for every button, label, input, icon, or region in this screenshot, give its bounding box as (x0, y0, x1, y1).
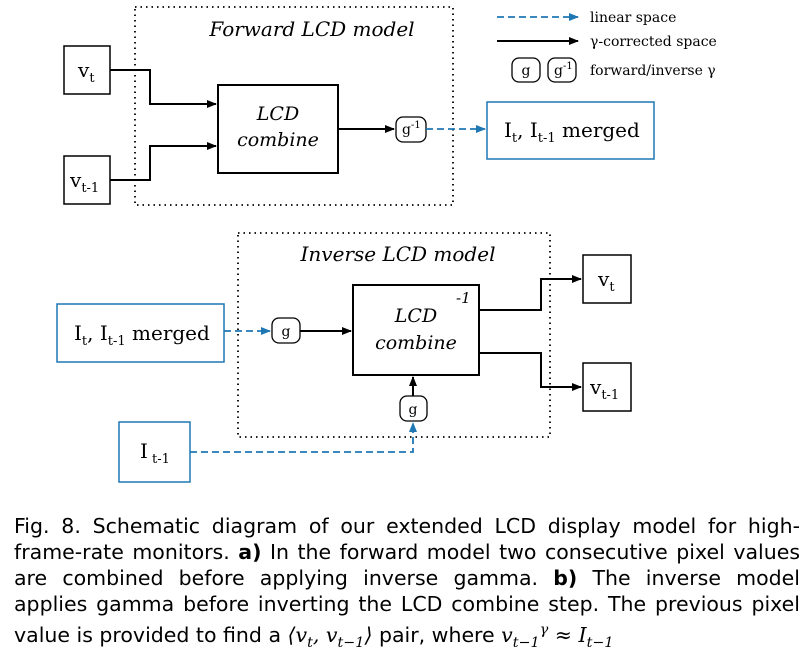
inverse-to-vt-connector (479, 275, 582, 311)
inverse-output-vt-box (582, 254, 632, 304)
svg-text:vt: vt (597, 267, 615, 295)
inverse-model-title: Inverse LCD model (300, 242, 496, 266)
svg-text:It, It-1 merged: It, It-1 merged (504, 118, 640, 146)
caption-pair-formula: ⟨vt, vt−1⟩ (287, 622, 373, 651)
forward-input-vt1-base: v (69, 168, 82, 192)
legend-forward-inverse-label: forward/inverse γ (590, 63, 716, 79)
forward-ginv-sup: -1 (411, 120, 421, 131)
legend-gamma-label: γ-corrected space (590, 34, 717, 50)
forward-input-vt-box (63, 45, 111, 95)
lcd-model-diagram: linear space γ-corrected space g g-1 for… (56, 6, 717, 483)
forward-output-word: merged (556, 118, 640, 142)
svg-text:vt: vt (77, 58, 95, 86)
inverse-prev-to-g-connector (190, 422, 417, 453)
inverse-model-frame (237, 232, 551, 438)
svg-text:I t-1: I t-1 (140, 439, 170, 467)
inverse-input-i1-sub: t-1 (108, 334, 126, 349)
inverse-input-word: merged (126, 321, 210, 345)
inverse-prev-base: I (140, 439, 148, 463)
caption-approx-formula: vt−1γ ≈ It−1 (501, 622, 614, 651)
inverse-input-i-sub: t (82, 334, 88, 349)
svg-text:It, It-1 merged: It, It-1 merged (74, 321, 210, 349)
forward-output-i: I (504, 118, 512, 142)
forward-output-sep: , I (517, 118, 538, 142)
caption-label-b: b) (553, 566, 578, 590)
svg-text:vt-1: vt-1 (69, 168, 99, 196)
inverse-combine-label: combine (375, 332, 457, 354)
forward-input-vt-base: v (77, 58, 90, 82)
legend: linear space γ-corrected space g g-1 for… (497, 10, 717, 83)
caption-part-3: The inverse model applies gamma before i… (14, 566, 800, 647)
inverse-lcd-combine-box (352, 284, 480, 376)
forward-output-i-sub: t (512, 131, 518, 146)
inverse-lcd-label: LCD (394, 305, 437, 327)
forward-output-i1-sub: t-1 (538, 131, 556, 146)
forward-vt1-connector (110, 142, 217, 181)
svg-text:g-1: g-1 (402, 120, 421, 138)
forward-input-vt-sub: t (89, 71, 95, 86)
caption-label-a: a) (238, 540, 262, 564)
forward-lcd-label: LCD (256, 103, 299, 125)
legend-g-text: g (522, 63, 531, 79)
inverse-input-sep: , I (87, 321, 108, 345)
forward-model: Forward LCD model vt vt-1 LCD combine g-… (63, 6, 655, 206)
inverse-model: Inverse LCD model It, It-1 merged g LCD … (56, 232, 632, 483)
caption-part-2: In the forward model two consecutive pix… (14, 540, 800, 590)
inverse-combine-sup: -1 (456, 289, 471, 307)
svg-text:g-1: g-1 (554, 61, 573, 79)
forward-input-vt1-sub: t-1 (81, 181, 99, 196)
inverse-prev-sub: t-1 (148, 452, 170, 467)
legend-linear-label: linear space (590, 10, 676, 26)
inverse-output-vt1-base: v (589, 375, 602, 399)
forward-lcd-combine-box (217, 84, 339, 174)
inverse-output-vt-base: v (597, 267, 610, 291)
forward-model-title: Forward LCD model (208, 17, 414, 41)
forward-vt-connector (110, 69, 217, 108)
caption-part-1: Fig. 8. Schematic diagram of our extende… (14, 514, 800, 564)
inverse-output-vt1-box (582, 362, 632, 412)
caption-part-4: pair, where (372, 622, 502, 647)
legend-g-node (511, 57, 541, 83)
inverse-g-text: g (282, 324, 291, 340)
forward-output-box (486, 101, 655, 160)
inverse-bottom-g-text: g (409, 402, 418, 418)
forward-ginv-base: g (402, 122, 411, 138)
forward-combine-label: combine (237, 129, 319, 151)
figure-caption: Fig. 8. Schematic diagram of our extende… (14, 513, 800, 656)
legend-ginv-node (547, 57, 577, 83)
legend-ginv-sup: -1 (563, 61, 573, 72)
inverse-output-vt1-sub: t-1 (601, 388, 619, 403)
inverse-output-vt-sub: t (609, 280, 615, 295)
inverse-input-box (56, 303, 225, 363)
legend-ginv-base: g (554, 63, 563, 79)
inverse-input-i: I (74, 321, 82, 345)
inverse-to-vt1-connector (479, 352, 582, 391)
svg-text:vt-1: vt-1 (589, 375, 619, 403)
